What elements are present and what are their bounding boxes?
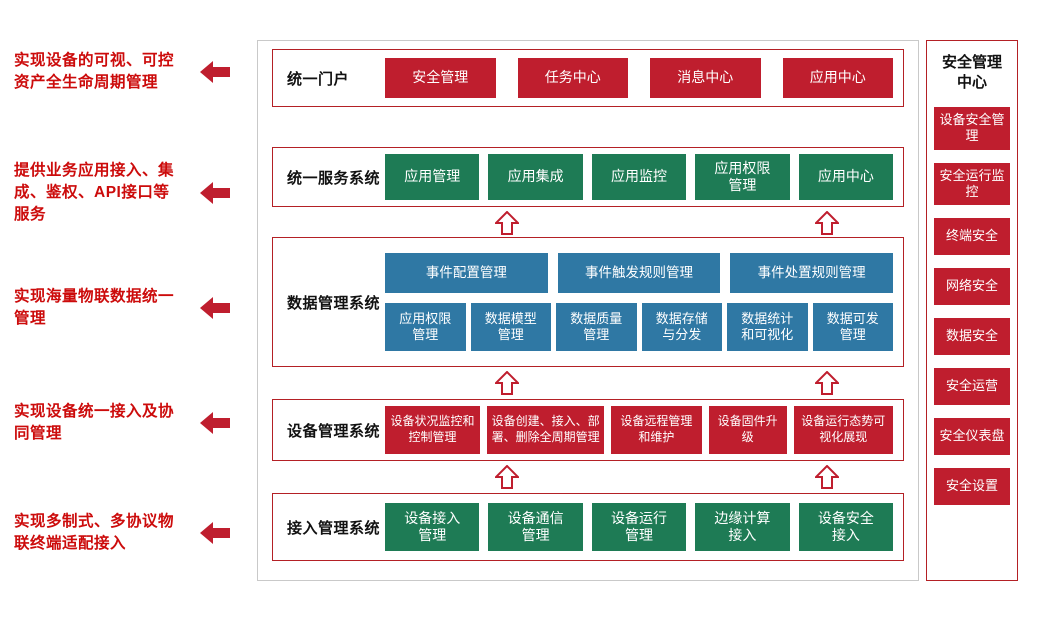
arrow-row <box>272 211 904 235</box>
device-item-button: 设备运行态势可视化展现 <box>793 406 893 454</box>
layer-device-label: 设备管理系统 <box>287 422 381 440</box>
up-arrow-icon <box>495 211 519 235</box>
device-item-button: 设备远程管理和维护 <box>611 406 702 454</box>
service-item-button: 应用管理 <box>385 154 480 200</box>
up-arrow-icon <box>495 371 519 395</box>
data-item-button: 应用权限管理 <box>385 303 466 351</box>
arrow-row <box>272 371 904 395</box>
access-item-button: 设备通信管理 <box>488 503 583 551</box>
data-item-button: 数据存储与分发 <box>641 303 722 351</box>
service-item-button: 应用权限管理 <box>695 154 790 200</box>
layer-access: 接入管理系统 设备接入管理 设备通信管理 设备运行管理 边缘计算接入 设备安全接… <box>272 493 904 561</box>
layer-device: 设备管理系统 设备状况监控和控制管理 设备创建、接入、部署、删除全周期管理 设备… <box>272 399 904 461</box>
portal-item-button: 安全管理 <box>385 58 496 98</box>
security-item-button: 安全运营 <box>934 368 1010 405</box>
left-arrow-icon <box>200 182 230 204</box>
left-arrow-icon <box>200 61 230 83</box>
annotation-text: 实现多制式、多协议物联终端适配接入 <box>14 513 175 552</box>
data-item-button: 事件触发规则管理 <box>557 253 721 293</box>
annotation-text: 提供业务应用接入、集成、鉴权、API接口等服务 <box>14 162 175 223</box>
layer-data: 数据管理系统 事件配置管理 事件触发规则管理 事件处置规则管理 应用权限管理 数… <box>272 237 904 367</box>
left-arrow-icon <box>200 412 230 434</box>
security-item-button: 数据安全 <box>934 318 1010 355</box>
access-item-button: 设备接入管理 <box>385 503 480 551</box>
device-item-button: 设备固件升级 <box>708 406 787 454</box>
security-item-button: 安全仪表盘 <box>934 418 1010 455</box>
device-item-button: 设备创建、接入、部署、删除全周期管理 <box>487 406 605 454</box>
portal-item-button: 任务中心 <box>517 58 628 98</box>
data-item-button: 数据模型管理 <box>470 303 551 351</box>
annotation-text: 实现设备的可视、可控资产全生命周期管理 <box>14 52 175 91</box>
layer-service: 统一服务系统 应用管理 应用集成 应用监控 应用权限管理 应用中心 <box>272 147 904 207</box>
up-arrow-icon <box>815 211 839 235</box>
left-arrow-icon <box>200 522 230 544</box>
layer-data-label: 数据管理系统 <box>287 294 381 312</box>
up-arrow-icon <box>815 465 839 489</box>
portal-item-button: 应用中心 <box>782 58 893 98</box>
data-item-button: 事件处置规则管理 <box>730 253 894 293</box>
layer-portal-label: 统一门户 <box>287 70 350 88</box>
security-item-button: 网络安全 <box>934 268 1010 305</box>
security-item-button: 安全运行监控 <box>934 162 1010 205</box>
device-item-button: 设备状况监控和控制管理 <box>385 406 481 454</box>
security-item-button: 安全设置 <box>934 468 1010 505</box>
left-arrow-icon <box>200 297 230 319</box>
security-center-panel: 安全管理中心 设备安全管理 安全运行监控 终端安全 网络安全 数据安全 安全运营… <box>926 40 1018 581</box>
portal-item-button: 消息中心 <box>650 58 761 98</box>
data-item-button: 数据质量管理 <box>556 303 637 351</box>
annotation-text: 实现海量物联数据统一管理 <box>14 288 175 327</box>
security-center-title: 安全管理中心 <box>941 54 1002 91</box>
layer-access-label: 接入管理系统 <box>287 519 381 537</box>
up-arrow-icon <box>495 465 519 489</box>
service-item-button: 应用监控 <box>591 154 687 200</box>
service-item-button: 应用集成 <box>488 154 583 200</box>
architecture-panel: 统一门户 安全管理 任务中心 消息中心 应用中心 统一服务系统 应用管理 应用集… <box>257 40 919 581</box>
data-item-button: 事件配置管理 <box>385 253 548 293</box>
service-item-button: 应用中心 <box>798 154 894 200</box>
arrow-row <box>272 465 904 489</box>
security-item-button: 设备安全管理 <box>934 107 1010 150</box>
layer-service-label: 统一服务系统 <box>287 169 381 187</box>
annotation-text: 实现设备统一接入及协同管理 <box>14 403 175 442</box>
up-arrow-icon <box>815 371 839 395</box>
data-item-button: 数据可发管理 <box>812 303 893 351</box>
access-item-button: 设备安全接入 <box>798 503 894 551</box>
access-item-button: 边缘计算接入 <box>695 503 790 551</box>
data-item-button: 数据统计和可视化 <box>727 303 808 351</box>
security-item-button: 终端安全 <box>934 218 1010 255</box>
access-item-button: 设备运行管理 <box>591 503 687 551</box>
layer-portal: 统一门户 安全管理 任务中心 消息中心 应用中心 <box>272 49 904 107</box>
